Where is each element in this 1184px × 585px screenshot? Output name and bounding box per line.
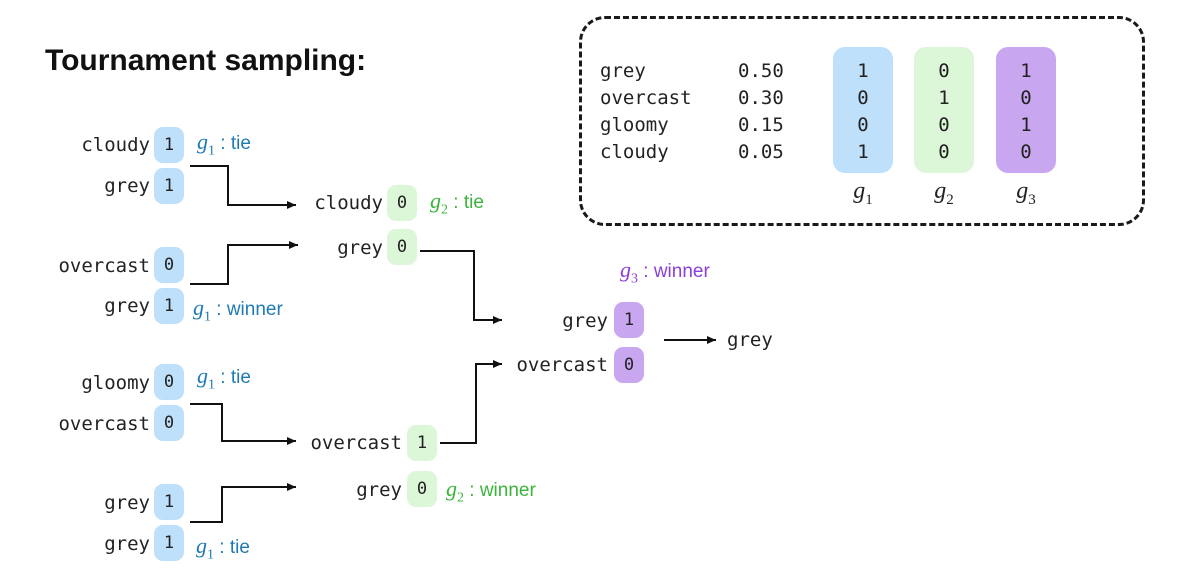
g1-column [833,47,893,173]
page-title: Tournament sampling: [45,44,367,77]
g2-value: 0 [938,60,950,82]
r1m1-bottom-score: 1 [154,168,184,204]
r2m2-bottom-score: 0 [407,471,437,507]
arrow-r1-m3 [190,403,296,445]
legend-prob: 0.50 [738,60,784,82]
r1m3-bottom-score: 0 [154,405,184,441]
legend-word: overcast [600,87,692,109]
r1m2-bottom-score: 1 [154,288,184,324]
r1m3-bottom-word: overcast [58,413,150,435]
r1m4-result: g1 : tie [196,533,250,563]
g1-value: 1 [857,141,869,163]
g3-column [996,47,1056,173]
g2-value: 1 [938,87,950,109]
r1m2-top-word: overcast [58,255,150,277]
legend-prob: 0.30 [738,87,784,109]
r1m2-result: g1 : winner [193,295,283,325]
g3-value: 0 [1020,87,1032,109]
r2m2-top-score: 1 [407,425,437,461]
arrow-r1-m4 [190,483,296,523]
r1m3-result: g1 : tie [197,363,251,393]
arrow-r1-m1 [190,165,296,209]
r2m2-top-word: overcast [310,432,402,454]
probability-panel [579,16,1145,226]
g2-value: 0 [938,114,950,136]
g3-value: 1 [1020,60,1032,82]
r1m1-top-word: cloudy [81,134,150,156]
r1m1-top-score: 1 [154,127,184,163]
g1-header: g1 [853,178,873,208]
r2m1-top-score: 0 [387,185,417,221]
legend-word: grey [600,60,646,82]
g3-value: 0 [1020,141,1032,163]
r1m1-result: g1 : tie [197,129,251,159]
r2m2-bottom-word: grey [356,479,402,501]
r1m2-top-score: 0 [154,247,184,283]
arrow-r2-m2 [440,360,502,444]
r2m1-top-word: cloudy [314,192,383,214]
r1m2-bottom-word: grey [104,295,150,317]
legend-prob: 0.05 [738,141,784,163]
final-winner: grey [727,329,773,351]
r2m1-bottom-word: grey [337,237,383,259]
arrow-r2-m1 [420,250,502,324]
arrow-r1-m2 [190,241,298,285]
g3-value: 1 [1020,114,1032,136]
legend-word: cloudy [600,141,669,163]
r1m4-bottom-word: grey [104,533,150,555]
legend-word: gloomy [600,114,669,136]
r3-top-word: grey [562,310,608,332]
r3-bottom-word: overcast [516,354,608,376]
r1m1-bottom-word: grey [104,175,150,197]
r1m3-top-word: gloomy [81,372,150,394]
r1m3-top-score: 0 [154,364,184,400]
legend-prob: 0.15 [738,114,784,136]
r2m1-bottom-score: 0 [387,229,417,265]
r3-top-score: 1 [614,302,644,338]
r1m4-top-score: 1 [154,484,184,520]
g1-value: 1 [857,60,869,82]
g2-value: 0 [938,141,950,163]
r3-result: g3 : winner [620,257,710,287]
g2-header: g2 [934,178,954,208]
g1-value: 0 [857,87,869,109]
r2m2-result: g2 : winner [446,476,536,506]
r3-bottom-score: 0 [614,347,644,383]
r2m1-result: g2 : tie [430,188,484,218]
g1-value: 0 [857,114,869,136]
r1m4-bottom-score: 1 [154,525,184,561]
g2-column [914,47,974,173]
g3-header: g3 [1016,178,1036,208]
r1m4-top-word: grey [104,492,150,514]
